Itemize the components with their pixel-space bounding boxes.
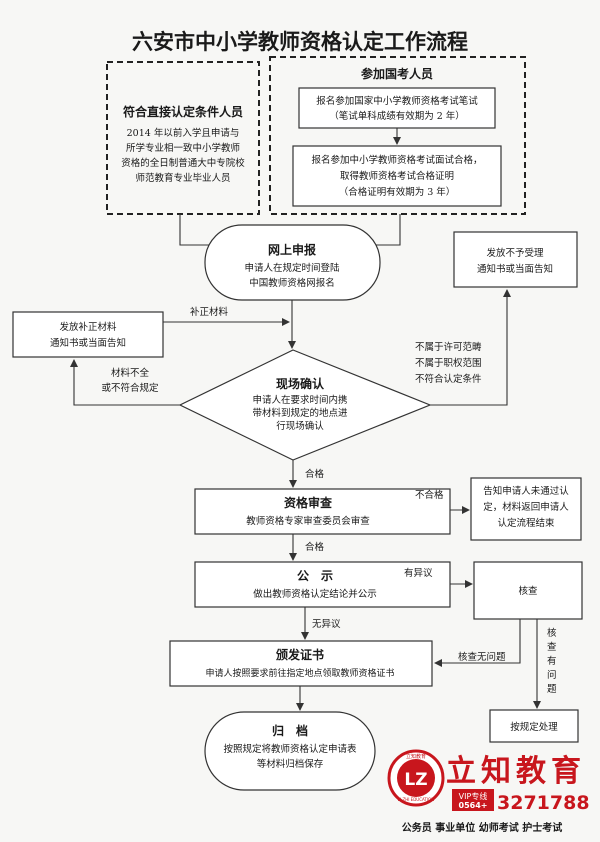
online-heading: 网上申报	[268, 242, 316, 257]
logo-ring-top: 立知教育	[406, 753, 426, 760]
brand-categories: 公务员 事业单位 幼师考试 护士考试	[402, 821, 562, 834]
vip-label: VIP专线	[459, 791, 488, 801]
reject-line-2: 通知书或当面告知	[477, 263, 553, 275]
onsite-heading: 现场确认	[276, 376, 325, 391]
edge-out-of-scope-line-3: 不符合认定条件	[415, 373, 482, 385]
edge-verify-ok: 核查无问题	[458, 651, 506, 663]
verify-label: 核查	[518, 585, 538, 597]
page-title: 六安市中小学教师资格认定工作流程	[132, 29, 468, 54]
edge-out-of-scope-line-1: 不属于许可范畴	[415, 341, 482, 353]
exam-heading: 参加国考人员	[361, 66, 433, 81]
direct-line-4: 师范教育专业毕业人员	[135, 172, 230, 184]
supplement-line-2: 通知书或当面告知	[50, 337, 126, 349]
exam-interview-line-1: 报名参加中小学教师资格考试面试合格，	[311, 154, 482, 166]
publicity-box	[194, 561, 451, 608]
issue-line-1: 申请人按照要求前往指定地点领取教师资格证书	[205, 667, 394, 679]
archive-node	[204, 711, 376, 791]
edge-out-of-scope-line-2: 不属于职权范围	[415, 357, 482, 369]
issue-certificate-box	[169, 640, 433, 687]
arrow-direct-to-online	[179, 214, 219, 249]
edge-supplement-label: 补正材料	[190, 306, 229, 318]
edge-incomplete-line-1: 材料不全	[111, 367, 150, 379]
edge-problem-5: 题	[547, 684, 557, 695]
arrow-verify-to-issue	[434, 619, 521, 667]
edge-pass-1: 合格	[305, 468, 325, 480]
area-code: 0564+	[459, 801, 488, 810]
fail-line-3: 认定流程结束	[497, 517, 555, 529]
onsite-line-2: 带材料到规定的地点进	[252, 407, 348, 419]
exam-written-box	[298, 87, 496, 129]
vip-badge	[452, 789, 494, 811]
issue-heading: 颁发证书	[276, 647, 324, 662]
publicity-heading: 公 示	[297, 569, 333, 583]
archive-line-2: 等材料归档保存	[257, 758, 324, 770]
exam-written-line-2: （笔试单科成绩有效期为 2 年）	[329, 110, 465, 122]
edge-objection: 有异议	[404, 567, 433, 579]
edge-incomplete-line-2: 或不符合规定	[101, 382, 159, 394]
fail-line-1: 告知申请人未通过认	[483, 485, 569, 497]
reject-notice-box	[453, 231, 578, 288]
direct-line-1: 2014 年以前入学且申请与	[127, 127, 240, 139]
publicity-line-1: 做出教师资格认定结论并公示	[253, 588, 377, 600]
online-line-2: 中国教师资格网报名	[249, 277, 335, 289]
direct-group-frame	[106, 61, 260, 215]
supplement-line-1: 发放补正材料	[59, 321, 117, 333]
edge-problem-4: 问	[547, 669, 557, 681]
archive-line-1: 按照规定将教师资格认定申请表	[223, 743, 357, 755]
online-line-1: 申请人在规定时间登陆	[244, 262, 340, 274]
brand-name: 立知教育	[446, 754, 586, 789]
qualification-review-box	[194, 488, 451, 535]
onsite-line-3: 行现场确认	[276, 420, 324, 432]
supplement-notice-box	[12, 311, 164, 358]
edge-problem-1: 核	[547, 627, 557, 639]
exam-interview-box	[292, 145, 502, 207]
exam-interview-line-2: 取得教师资格考试合格证明	[340, 170, 454, 182]
logo-letters: LZ	[404, 770, 427, 790]
review-heading: 资格审查	[284, 495, 333, 510]
verify-box	[473, 561, 583, 620]
handle-box	[489, 709, 579, 743]
direct-line-3: 资格的全日制普通大中专院校	[121, 157, 245, 169]
arrow-onsite-to-reject	[430, 289, 511, 406]
logo-core	[397, 759, 435, 797]
arrow-onsite-to-supplement	[70, 359, 180, 406]
edge-pass-2: 合格	[305, 541, 325, 553]
phone-number: 3271788	[497, 792, 590, 814]
reject-line-1: 发放不予受理	[486, 247, 544, 259]
handle-label: 按规定处理	[510, 721, 558, 733]
review-line-1: 教师资格专家审查委员会审查	[246, 515, 370, 527]
direct-heading: 符合直接认定条件人员	[123, 104, 243, 119]
exam-written-line-1: 报名参加国家中小学教师资格考试笔试	[316, 95, 478, 107]
archive-heading: 归 档	[272, 723, 308, 738]
exam-interview-line-3: （合格证明有效期为 3 年）	[339, 186, 456, 198]
edge-problem-2: 查	[547, 641, 557, 653]
fail-notice-box	[470, 477, 582, 541]
arrow-exam-to-online	[365, 214, 401, 249]
edge-no-objection: 无异议	[312, 619, 341, 630]
logo-ring-bottom: LI ZHI EDUCATION	[398, 797, 434, 802]
brand-logo: LZ 立知教育 LI ZHI EDUCATION	[387, 749, 445, 807]
edge-fail: 不合格	[415, 489, 444, 501]
exam-group-frame	[269, 56, 526, 215]
fail-line-2: 定，材料返回申请人	[483, 501, 569, 513]
edge-problem-3: 有	[547, 655, 557, 667]
onsite-line-1: 申请人在要求时间内携	[252, 394, 347, 406]
direct-line-2: 所学专业相一致中小学教师	[126, 142, 240, 154]
